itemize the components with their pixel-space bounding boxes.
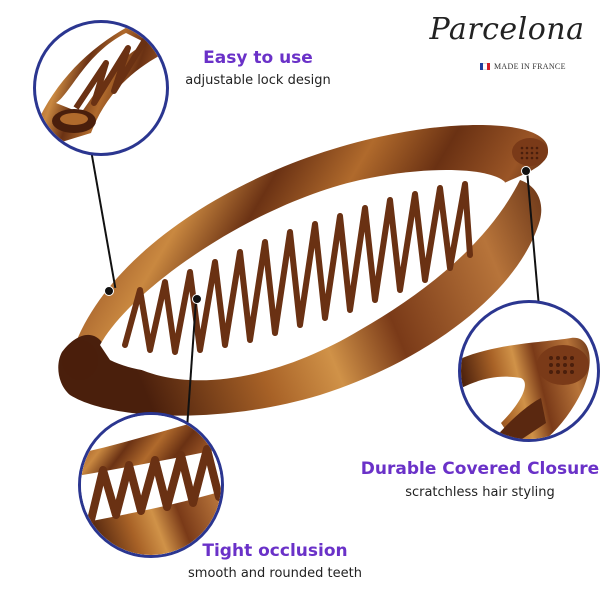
teeth-detail-image [81, 415, 221, 555]
origin-label: MADE IN FRANCE [480, 62, 566, 71]
brand-logo: Parcelona MADE IN FRANCE [422, 6, 592, 76]
zoom-circle-teeth [78, 412, 224, 558]
feature-title-teeth: Tight occlusion [202, 541, 348, 561]
brand-name: Parcelona [429, 12, 585, 47]
zoom-circle-lock [33, 20, 169, 156]
lock-detail-image [36, 23, 166, 150]
feature-subtitle-teeth: smooth and rounded teeth [188, 566, 362, 581]
feature-title-easy: Easy to use [203, 48, 313, 68]
feature-subtitle-easy: adjustable lock design [185, 73, 331, 88]
callout-dot-closure [521, 166, 531, 176]
callout-dot-teeth [192, 294, 202, 304]
feature-title-closure: Durable Covered Closure [360, 459, 600, 479]
origin-text: MADE IN FRANCE [494, 62, 566, 71]
zoom-circle-closure [458, 300, 600, 442]
feature-subtitle-closure: scratchless hair styling [405, 485, 555, 500]
france-flag-icon [480, 63, 490, 70]
closure-detail-image [461, 337, 590, 439]
callout-dot-lock [104, 286, 114, 296]
